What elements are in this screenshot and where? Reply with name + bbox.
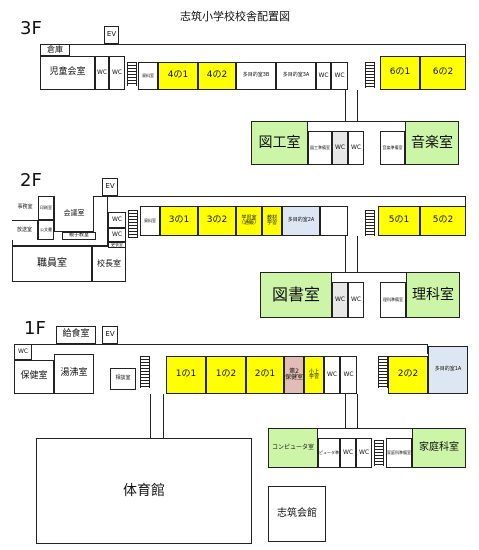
corridor-2f (108, 196, 466, 206)
room-shojo: 小上 学習 (304, 356, 324, 394)
room-computer-jumbi: コンピュータ準備室 (318, 438, 340, 468)
room-small-3f: 資料室 (138, 62, 158, 90)
room-rika: 理科室 (406, 272, 460, 318)
room-oyako: 親子教室 (62, 232, 96, 240)
room-zuko: 図工室 (251, 121, 308, 165)
room-futto: 湯沸室 (54, 354, 94, 394)
wc-3f-2: WC (109, 56, 125, 90)
stairs-1f-annex (374, 440, 384, 466)
classroom-3-1: 3の1 (160, 206, 198, 236)
elevator-2f: EV (102, 178, 118, 196)
wc-1f: WC (14, 344, 32, 360)
room-computer: コンピュータ室 (268, 428, 318, 468)
room-hoso: 放送室 (12, 220, 38, 240)
room-shokuin: 職員室 (12, 246, 92, 282)
wc-1f-1: WC (324, 356, 340, 394)
room-sodan: 相談室 (110, 368, 136, 390)
connector-3f-right (357, 90, 358, 121)
wc-3f-4: WC (331, 62, 348, 90)
room-tosho: 図書室 (260, 272, 332, 318)
stairs-2f-1 (128, 210, 138, 238)
corridor-1f (14, 344, 428, 354)
room-kyozai: 教材 学習 (262, 206, 282, 236)
connector-gym-right (163, 394, 164, 438)
room-sogo: 更衣室 (108, 242, 126, 248)
stairs-1f-1 (140, 356, 150, 388)
room-ongaku: 音楽室 (405, 121, 459, 165)
classroom-1-2: 1の2 (206, 356, 246, 394)
connector-1f-left (345, 394, 346, 428)
classroom-4-1: 4の1 (158, 62, 198, 90)
floor-label-2f: 2F (20, 170, 42, 191)
connector-3f-left (345, 90, 346, 121)
classroom-5-1: 5の1 (378, 206, 420, 236)
floor-label-3f: 3F (20, 18, 42, 39)
elevator-1f: EV (102, 326, 118, 344)
room-rika-jumbi: 理科準備室 (380, 282, 406, 318)
connector-2f-right (357, 236, 358, 272)
room-gakushu: 学習室 （通級） (236, 206, 262, 236)
wc-3f-annex-2: WC (348, 131, 364, 165)
room-ongaku-jumbi: 音楽準備室 (380, 131, 405, 165)
room-kotsu: 公文書 (38, 220, 54, 240)
classroom-2-1: 2の1 (246, 356, 284, 394)
room-katei-jumbi: 家庭科準備室 (386, 438, 412, 468)
stairs-3f-2 (365, 62, 375, 88)
storage-3f: 倉庫 (40, 44, 70, 56)
wc-2f-2: WC (108, 228, 126, 242)
floor-label-1f: 1F (24, 318, 46, 339)
classroom-1-1: 1の1 (166, 356, 206, 394)
wc-3f-annex-1: WC (332, 131, 348, 165)
connector-2f-left (345, 236, 346, 272)
room-dai2hoken: 第2 保健室 (284, 356, 304, 394)
page-title: 志筑小学校校舎配置図 (180, 10, 290, 23)
room-katei: 家庭科室 (412, 428, 466, 468)
multipurpose-3a: 多目的室3A (276, 62, 316, 90)
wc-3f-1: WC (95, 56, 109, 90)
wc-1f-2: WC (340, 356, 357, 394)
multipurpose-3b: 多目的室3B (236, 62, 276, 90)
stairs-3f-1 (127, 62, 137, 86)
wc-2f-annex-2: WC (348, 282, 364, 318)
wc-2f-1: WC (108, 212, 126, 228)
multipurpose-2a: 多目的室2A (282, 206, 320, 236)
classroom-5-2: 5の2 (420, 206, 466, 236)
corridor-3f (40, 44, 466, 56)
classroom-2-2: 2の2 (388, 356, 428, 394)
room-jidokai: 児童会室 (40, 56, 95, 90)
classroom-6-2: 6の2 (420, 56, 466, 90)
room-kocho: 校長室 (92, 246, 126, 282)
wc-1f-annex-1: WC (340, 438, 356, 468)
wc-1f-annex-2: WC (356, 438, 372, 468)
room-small-2f: 資料室 (140, 206, 160, 236)
connector-gym-left (150, 394, 151, 438)
room-zuko-jumbi: 図工準備室 (308, 131, 332, 165)
stairs-1f-2 (378, 356, 388, 388)
classroom-6-1: 6の1 (380, 56, 420, 90)
wc-2f-annex-1: WC (332, 282, 348, 318)
multipurpose-1a: 多目的室1A (428, 346, 468, 394)
room-jimu: 事務室 (12, 196, 38, 220)
room-hoken: 保健室 (14, 360, 54, 394)
room-insatsu: 印刷室 (38, 196, 54, 220)
gymnasium: 体育館 (36, 438, 252, 544)
stairs-2f-2 (365, 210, 375, 236)
room-kyushoku: 給食室 (56, 326, 96, 344)
shizuki-kaikan: 志筑会館 (268, 486, 326, 542)
classroom-3-2: 3の2 (198, 206, 236, 236)
room-kaigi: 会議室 (54, 196, 94, 232)
classroom-4-2: 4の2 (198, 62, 236, 90)
wc-3f-3: WC (316, 62, 331, 90)
elevator-3f: EV (104, 26, 119, 44)
room-blank-2f (320, 206, 348, 236)
connector-1f-right (357, 394, 358, 428)
